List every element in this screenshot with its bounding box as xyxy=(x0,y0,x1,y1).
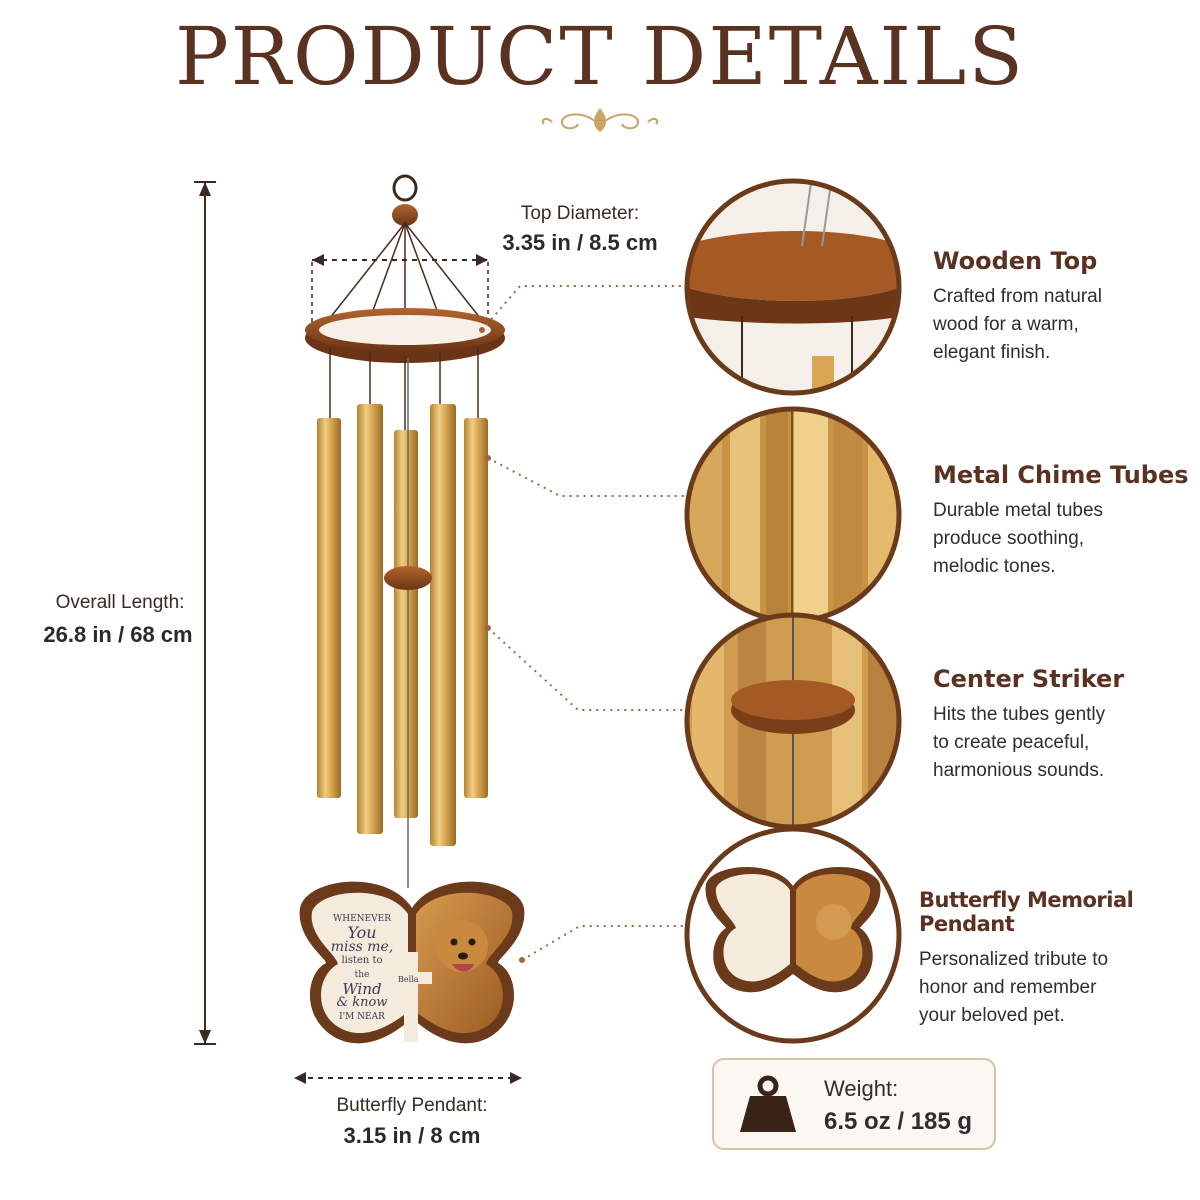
striker-closeup xyxy=(684,612,902,830)
chime-tube xyxy=(464,418,488,798)
feature-title: Metal Chime Tubes xyxy=(933,461,1189,489)
hanging-ring xyxy=(392,174,418,202)
overall-length-dimension-line xyxy=(194,181,216,1045)
ornament-divider xyxy=(300,108,900,132)
feature-butterfly-pendant: Butterfly Memorial Pendant Personalized … xyxy=(919,888,1200,1030)
top-diameter-label: Top Diameter: xyxy=(520,203,640,224)
wooden-top-closeup xyxy=(684,178,902,396)
pendant-dimension-line xyxy=(294,1072,522,1084)
page-title: PRODUCT DETAILS xyxy=(174,10,1026,103)
feature-title: Wooden Top xyxy=(933,247,1098,275)
weight-card: Weight: 6.5 oz / 185 g xyxy=(712,1058,996,1150)
weight-label: Weight: xyxy=(824,1076,899,1101)
top-diameter-value: 3.35 in / 8.5 cm xyxy=(502,230,658,255)
feature-title: Center Striker xyxy=(933,665,1125,693)
chime-tube xyxy=(430,404,456,846)
chime-tube xyxy=(394,430,418,818)
pendant-label: Butterfly Pendant: xyxy=(336,1095,488,1116)
center-striker xyxy=(384,566,432,590)
chime-tube xyxy=(317,418,341,798)
pendant-name: Bella xyxy=(398,975,419,984)
tubes-closeup xyxy=(684,406,902,624)
overall-length-label: Overall Length: xyxy=(55,592,185,613)
weight-value: 6.5 oz / 185 g xyxy=(824,1108,973,1135)
wind-chime-illustration xyxy=(305,174,505,888)
weight-icon xyxy=(740,1075,796,1132)
pendant-value: 3.15 in / 8 cm xyxy=(343,1123,481,1148)
chime-tube xyxy=(357,404,383,834)
leader-lines xyxy=(479,285,688,963)
overall-length-value: 26.8 in / 68 cm xyxy=(43,622,193,647)
pendant-closeup xyxy=(684,826,902,1044)
butterfly-pendant xyxy=(299,881,525,1044)
pendant-quote: WHENEVER You miss me, listen to the Wind… xyxy=(330,914,394,1022)
feature-title: Butterfly Memorial Pendant xyxy=(919,888,1134,936)
